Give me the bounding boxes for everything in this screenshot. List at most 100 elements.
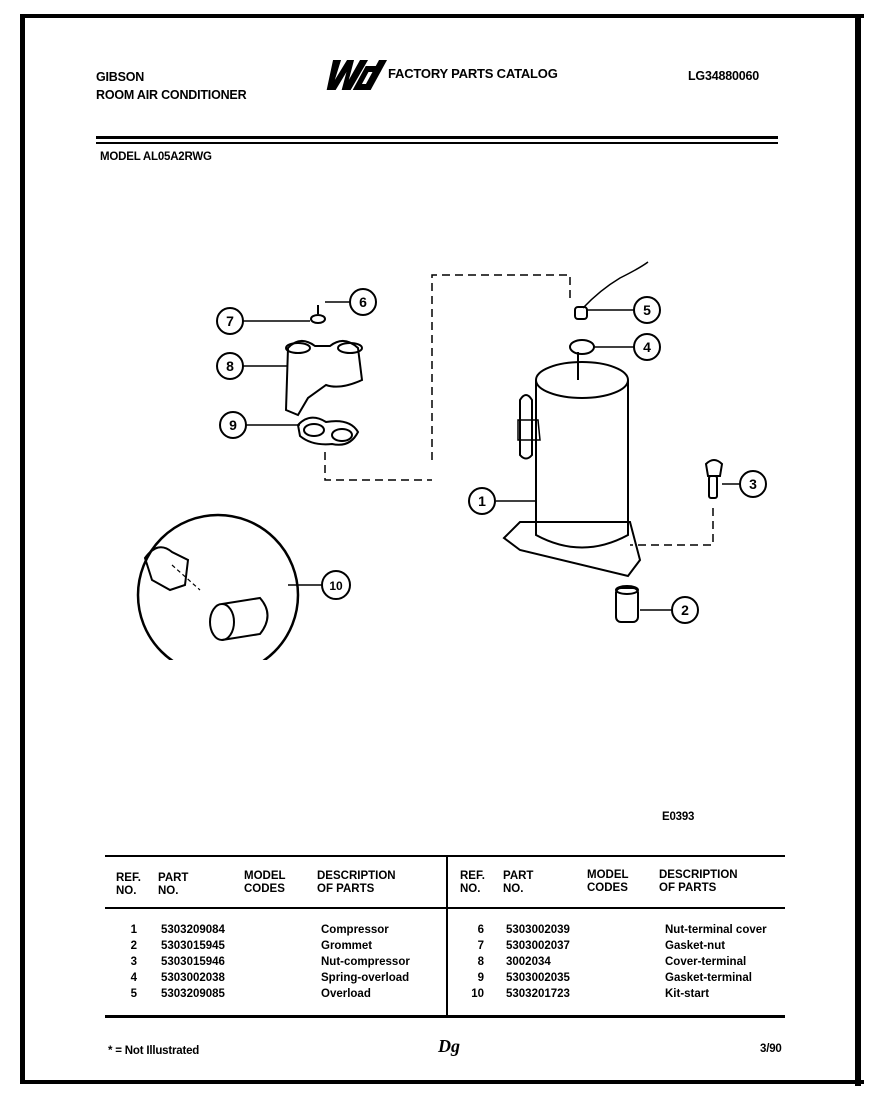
leader-dashed-gasket <box>324 452 432 481</box>
svg-text:6: 6 <box>359 294 367 310</box>
svg-text:3: 3 <box>749 476 757 492</box>
table-row-ref: 1 <box>130 924 137 936</box>
spring-overload-shape <box>569 339 595 355</box>
catalog-code: LG34880060 <box>688 69 759 83</box>
right-desc-column: Nut-terminal cover Gasket-nut Cover-term… <box>665 922 767 1002</box>
table-row-ref: 3 <box>130 956 137 968</box>
catalog-title: FACTORY PARTS CATALOG <box>388 66 558 81</box>
svg-text:8: 8 <box>226 358 234 374</box>
table-row-desc: Compressor <box>321 924 389 936</box>
table-row-ref: 5 <box>130 988 137 1000</box>
leader-dashed-nut <box>630 508 714 546</box>
compressor-top <box>535 361 629 399</box>
wci-logo <box>319 58 390 100</box>
table-row-part: 5303002038 <box>161 972 225 984</box>
table-row-part: 5303002035 <box>506 972 570 984</box>
header-rule-bottom <box>96 142 778 144</box>
table-row-desc: Gasket-terminal <box>665 972 752 984</box>
hdr-ref-right: REF.NO. <box>460 870 485 895</box>
svg-text:7: 7 <box>226 313 234 329</box>
compressor-base <box>502 521 642 578</box>
left-ref-column: 1 2 3 4 5 <box>127 922 137 1002</box>
page-frame <box>20 14 864 1084</box>
table-rule-header <box>105 907 785 909</box>
table-row-part: 5303002039 <box>506 924 570 936</box>
callout-9: 9 <box>219 411 300 439</box>
not-illustrated-note: * = Not Illustrated <box>108 1045 200 1057</box>
table-row-ref: 7 <box>477 940 484 952</box>
table-rule-top <box>105 855 785 857</box>
svg-text:4: 4 <box>643 339 651 355</box>
table-row-desc: Cover-terminal <box>665 956 747 968</box>
callout-8: 8 <box>216 352 288 380</box>
hdr-ref-left: REF.NO. <box>116 872 141 897</box>
callout-7: 7 <box>216 307 310 335</box>
table-rule-bottom <box>105 1015 785 1018</box>
svg-text:2: 2 <box>681 602 689 618</box>
table-row-ref: 10 <box>471 988 484 1000</box>
leader-dashed-terminal <box>431 274 571 460</box>
callout-3: 3 <box>722 470 767 498</box>
kit-start-inset <box>136 513 300 660</box>
nut-compressor-shape <box>704 459 724 477</box>
table-row-part: 5303201723 <box>506 988 570 1000</box>
nut-terminal-cover-shape <box>310 314 326 324</box>
page-code: Dg <box>438 1036 460 1056</box>
grommet-shape <box>615 587 639 623</box>
start-clip-shape <box>143 546 190 592</box>
compressor-body <box>535 380 629 549</box>
left-desc-column: Compressor Grommet Nut-compressor Spring… <box>321 922 410 1002</box>
model-line: MODEL AL05A2RWG <box>100 151 212 163</box>
table-row-desc: Gasket-nut <box>665 940 726 952</box>
accumulator <box>519 394 533 460</box>
revision-date: 3/90 <box>760 1043 782 1055</box>
page-frame-right-edge <box>855 14 861 1086</box>
table-row-ref: 8 <box>477 956 484 968</box>
table-row-part: 5303002037 <box>506 940 570 952</box>
header-rule-top <box>96 136 778 139</box>
table-divider <box>446 857 448 1015</box>
svg-text:10: 10 <box>329 579 343 593</box>
gasket-terminal-shape <box>296 416 360 446</box>
figure-code: E0393 <box>662 811 695 823</box>
svg-text:9: 9 <box>229 417 237 433</box>
overload-wire <box>582 261 649 309</box>
table-row-ref: 9 <box>477 972 484 984</box>
table-row-ref: 6 <box>477 924 484 936</box>
callout-5: 5 <box>587 296 661 324</box>
table-row-ref: 4 <box>130 972 137 984</box>
table-row-desc: Overload <box>321 988 371 1000</box>
table-row-part: 5303209084 <box>161 924 225 936</box>
callout-group: 1 2 3 4 5 6 7 8 9 10 <box>216 288 767 624</box>
table-row-desc: Nut-terminal cover <box>665 924 767 936</box>
table-row-part: 5303209085 <box>161 988 225 1000</box>
table-row-desc: Grommet <box>321 940 373 952</box>
callout-2: 2 <box>640 596 699 624</box>
callout-6: 6 <box>325 288 377 316</box>
svg-text:5: 5 <box>643 302 651 318</box>
overload-shape <box>574 306 588 320</box>
start-capacitor-end <box>209 603 235 641</box>
callout-1: 1 <box>468 487 536 515</box>
left-part-column: 5303209084 5303015945 5303015946 5303002… <box>161 922 225 1002</box>
right-part-column: 5303002039 5303002037 3002034 5303002035… <box>506 922 570 1002</box>
product-name: ROOM AIR CONDITIONER <box>96 88 247 102</box>
brand-name: GIBSON <box>96 70 145 84</box>
callout-10: 10 <box>288 570 351 600</box>
table-row-desc: Spring-overload <box>321 972 410 984</box>
right-ref-column: 6 7 8 9 10 <box>466 922 484 1002</box>
table-row-part: 3002034 <box>506 956 551 968</box>
table-row-ref: 2 <box>130 940 137 952</box>
wci-logo-mark <box>326 60 388 90</box>
table-row-desc: Kit-start <box>665 988 710 1000</box>
exploded-parts-diagram: 1 2 3 4 5 6 7 8 9 10 <box>136 261 767 660</box>
table-row-desc: Nut-compressor <box>321 956 410 968</box>
table-row-part: 5303015945 <box>161 940 225 952</box>
table-row-part: 5303015946 <box>161 956 225 968</box>
